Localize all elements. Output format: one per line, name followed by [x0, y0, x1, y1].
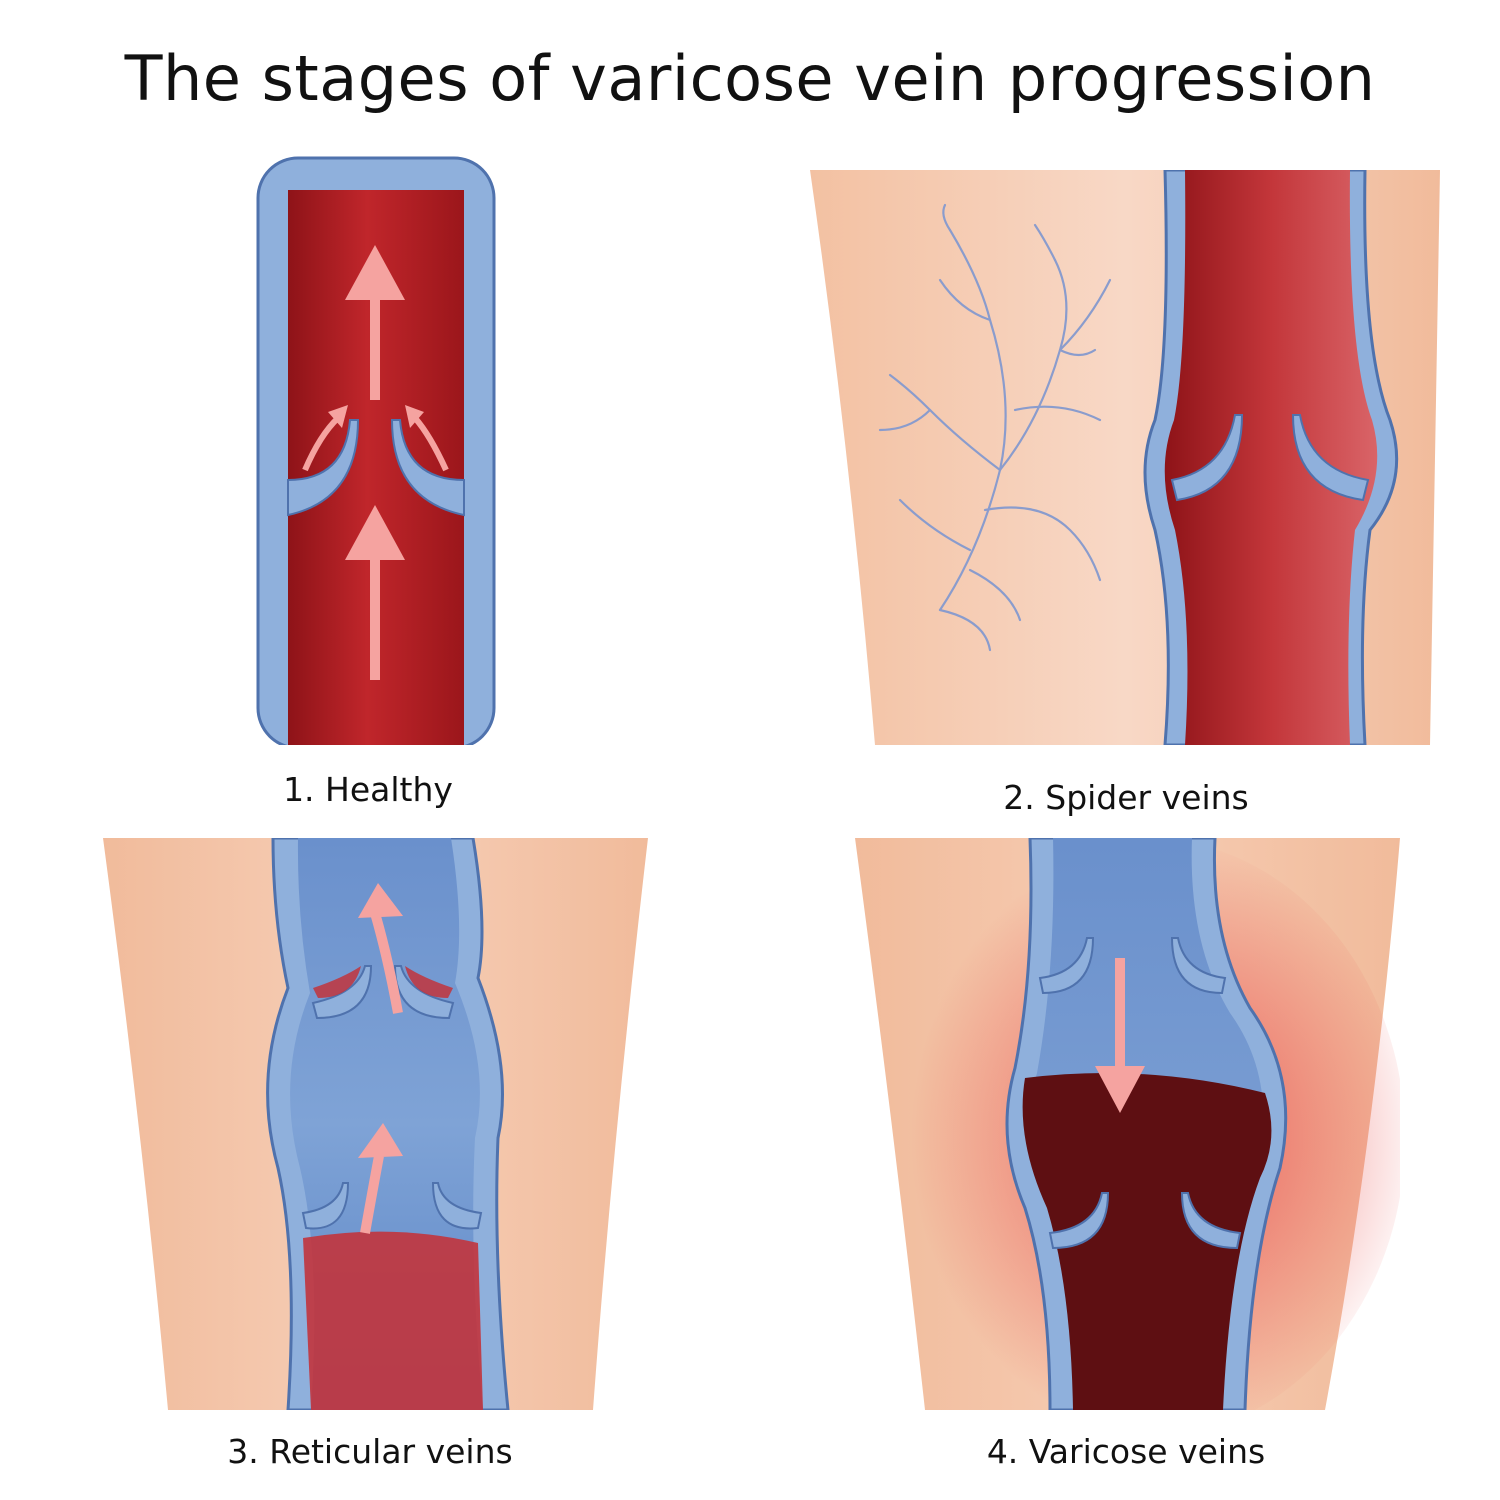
- flow-arrow-icon: [358, 883, 403, 1234]
- healthy-vein-illustration: [250, 150, 500, 745]
- stage-1-label: 1. Healthy: [283, 770, 453, 809]
- valve-icon: [431, 1182, 483, 1230]
- reticular-veins-illustration: [103, 838, 648, 1410]
- page-title: The stages of varicose vein progression: [124, 42, 1376, 115]
- valve-icon: [287, 419, 360, 517]
- valve-icon: [393, 965, 455, 1020]
- spider-veins-illustration: [810, 170, 1440, 745]
- valve-icon: [1170, 414, 1244, 502]
- valve-icon: [390, 419, 465, 517]
- varicose-veins-illustration: [855, 838, 1400, 1410]
- blood-pool: [1022, 1073, 1272, 1410]
- flow-arrow-icon: [302, 415, 341, 472]
- blood-pool: [303, 1231, 483, 1410]
- flow-arrow-icon: [1095, 958, 1145, 1113]
- spider-vein-icon: [878, 203, 1112, 652]
- valve-icon: [1291, 414, 1370, 502]
- valve-icon: [311, 965, 373, 1020]
- valve-icon: [1180, 1192, 1242, 1250]
- valve-icon: [1038, 937, 1095, 995]
- stage-4-label: 4. Varicose veins: [986, 1432, 1266, 1471]
- flow-arrow-icon: [412, 416, 449, 472]
- valve-icon: [301, 1182, 350, 1230]
- valve-icon: [1048, 1192, 1110, 1250]
- blood-column: [1164, 170, 1378, 745]
- flow-arrow-icon: [405, 405, 424, 428]
- flow-arrow-icon: [345, 245, 405, 680]
- valve-icon: [1170, 937, 1227, 995]
- stage-2-label: 2. Spider veins: [1003, 778, 1249, 817]
- flow-arrow-icon: [328, 405, 348, 428]
- stage-3-label: 3. Reticular veins: [227, 1432, 513, 1471]
